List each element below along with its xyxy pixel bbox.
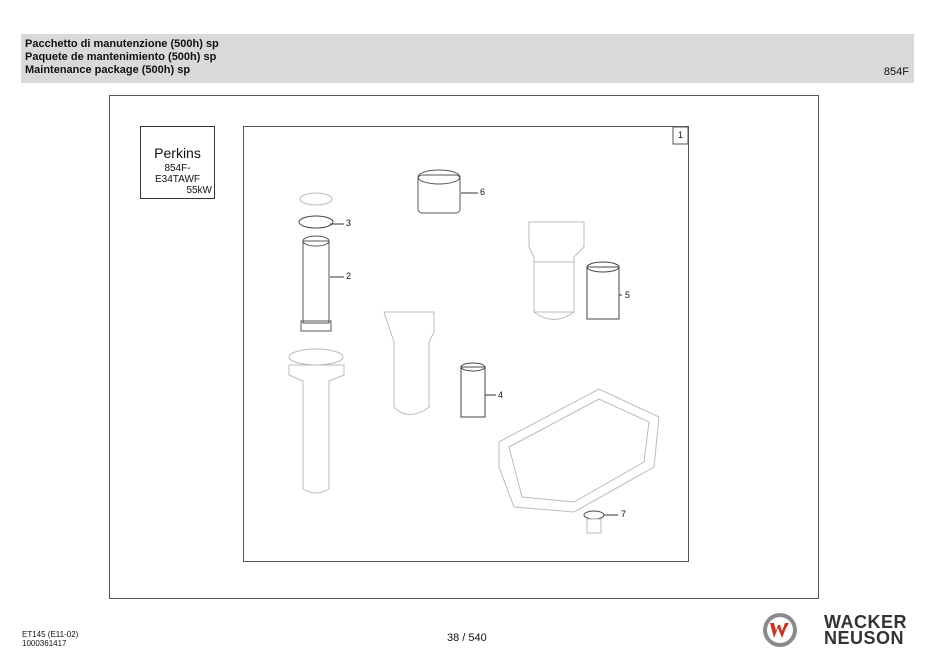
engine-spec-box: Perkins 854F- E34TAWF 55kW — [140, 126, 215, 199]
parts-illustration — [288, 127, 688, 534]
doc-number: 1000361417 — [22, 639, 67, 648]
engine-model-line1: 854F- — [164, 163, 191, 174]
callout-4: 4 — [498, 390, 504, 400]
filter-element-5 — [586, 266, 620, 320]
doc-code: ET145 (E11-02) — [22, 630, 79, 639]
hydraulic-filter-housing — [383, 311, 435, 415]
title-italian: Pacchetto di manutenzione (500h) sp — [25, 38, 219, 50]
filter-element-4 — [460, 366, 486, 418]
breather-cap — [299, 192, 333, 206]
callout-6: 6 — [480, 187, 486, 197]
callout-2: 2 — [346, 271, 352, 281]
o-ring-3 — [298, 215, 334, 229]
brand-line1: WACKER — [824, 612, 907, 632]
header-titles: Pacchetto di manutenzione (500h) sp Paqu… — [25, 38, 219, 77]
footer-doc-info: ET145 (E11-02) 1000361417 — [22, 630, 78, 648]
spin-on-filter-6 — [417, 174, 461, 214]
separator-housing — [528, 221, 585, 320]
filter-element-2 — [302, 240, 330, 324]
callout-3: 3 — [346, 218, 352, 228]
title-spanish: Paquete de mantenimiento (500h) sp — [25, 51, 217, 63]
engine-brand: Perkins — [154, 145, 201, 161]
model-label: 854F — [883, 66, 909, 78]
oil-pan — [498, 388, 660, 513]
title-english: Maintenance package (500h) sp — [25, 64, 191, 76]
page-header: Pacchetto di manutenzione (500h) sp Paqu… — [21, 34, 914, 83]
wacker-neuson-emblem-icon — [763, 613, 797, 647]
brand-wordmark: WACKER NEUSON — [824, 612, 907, 648]
drawing-frame — [109, 95, 819, 599]
drain-plug-seal-7 — [583, 510, 605, 520]
brand-line2: NEUSON — [824, 628, 905, 648]
callout-7: 7 — [621, 509, 627, 519]
callout-5: 5 — [625, 290, 631, 300]
page-number: 38 / 540 — [447, 632, 487, 644]
parts-drawing: 1 2 3 4 5 6 7 — [243, 126, 689, 562]
engine-power: 55kW — [186, 185, 212, 196]
figure-number: 1 — [678, 130, 684, 140]
figure-number-box — [672, 127, 688, 145]
engine-model-line2: E34TAWF — [154, 174, 200, 185]
filter-housing — [288, 364, 345, 494]
